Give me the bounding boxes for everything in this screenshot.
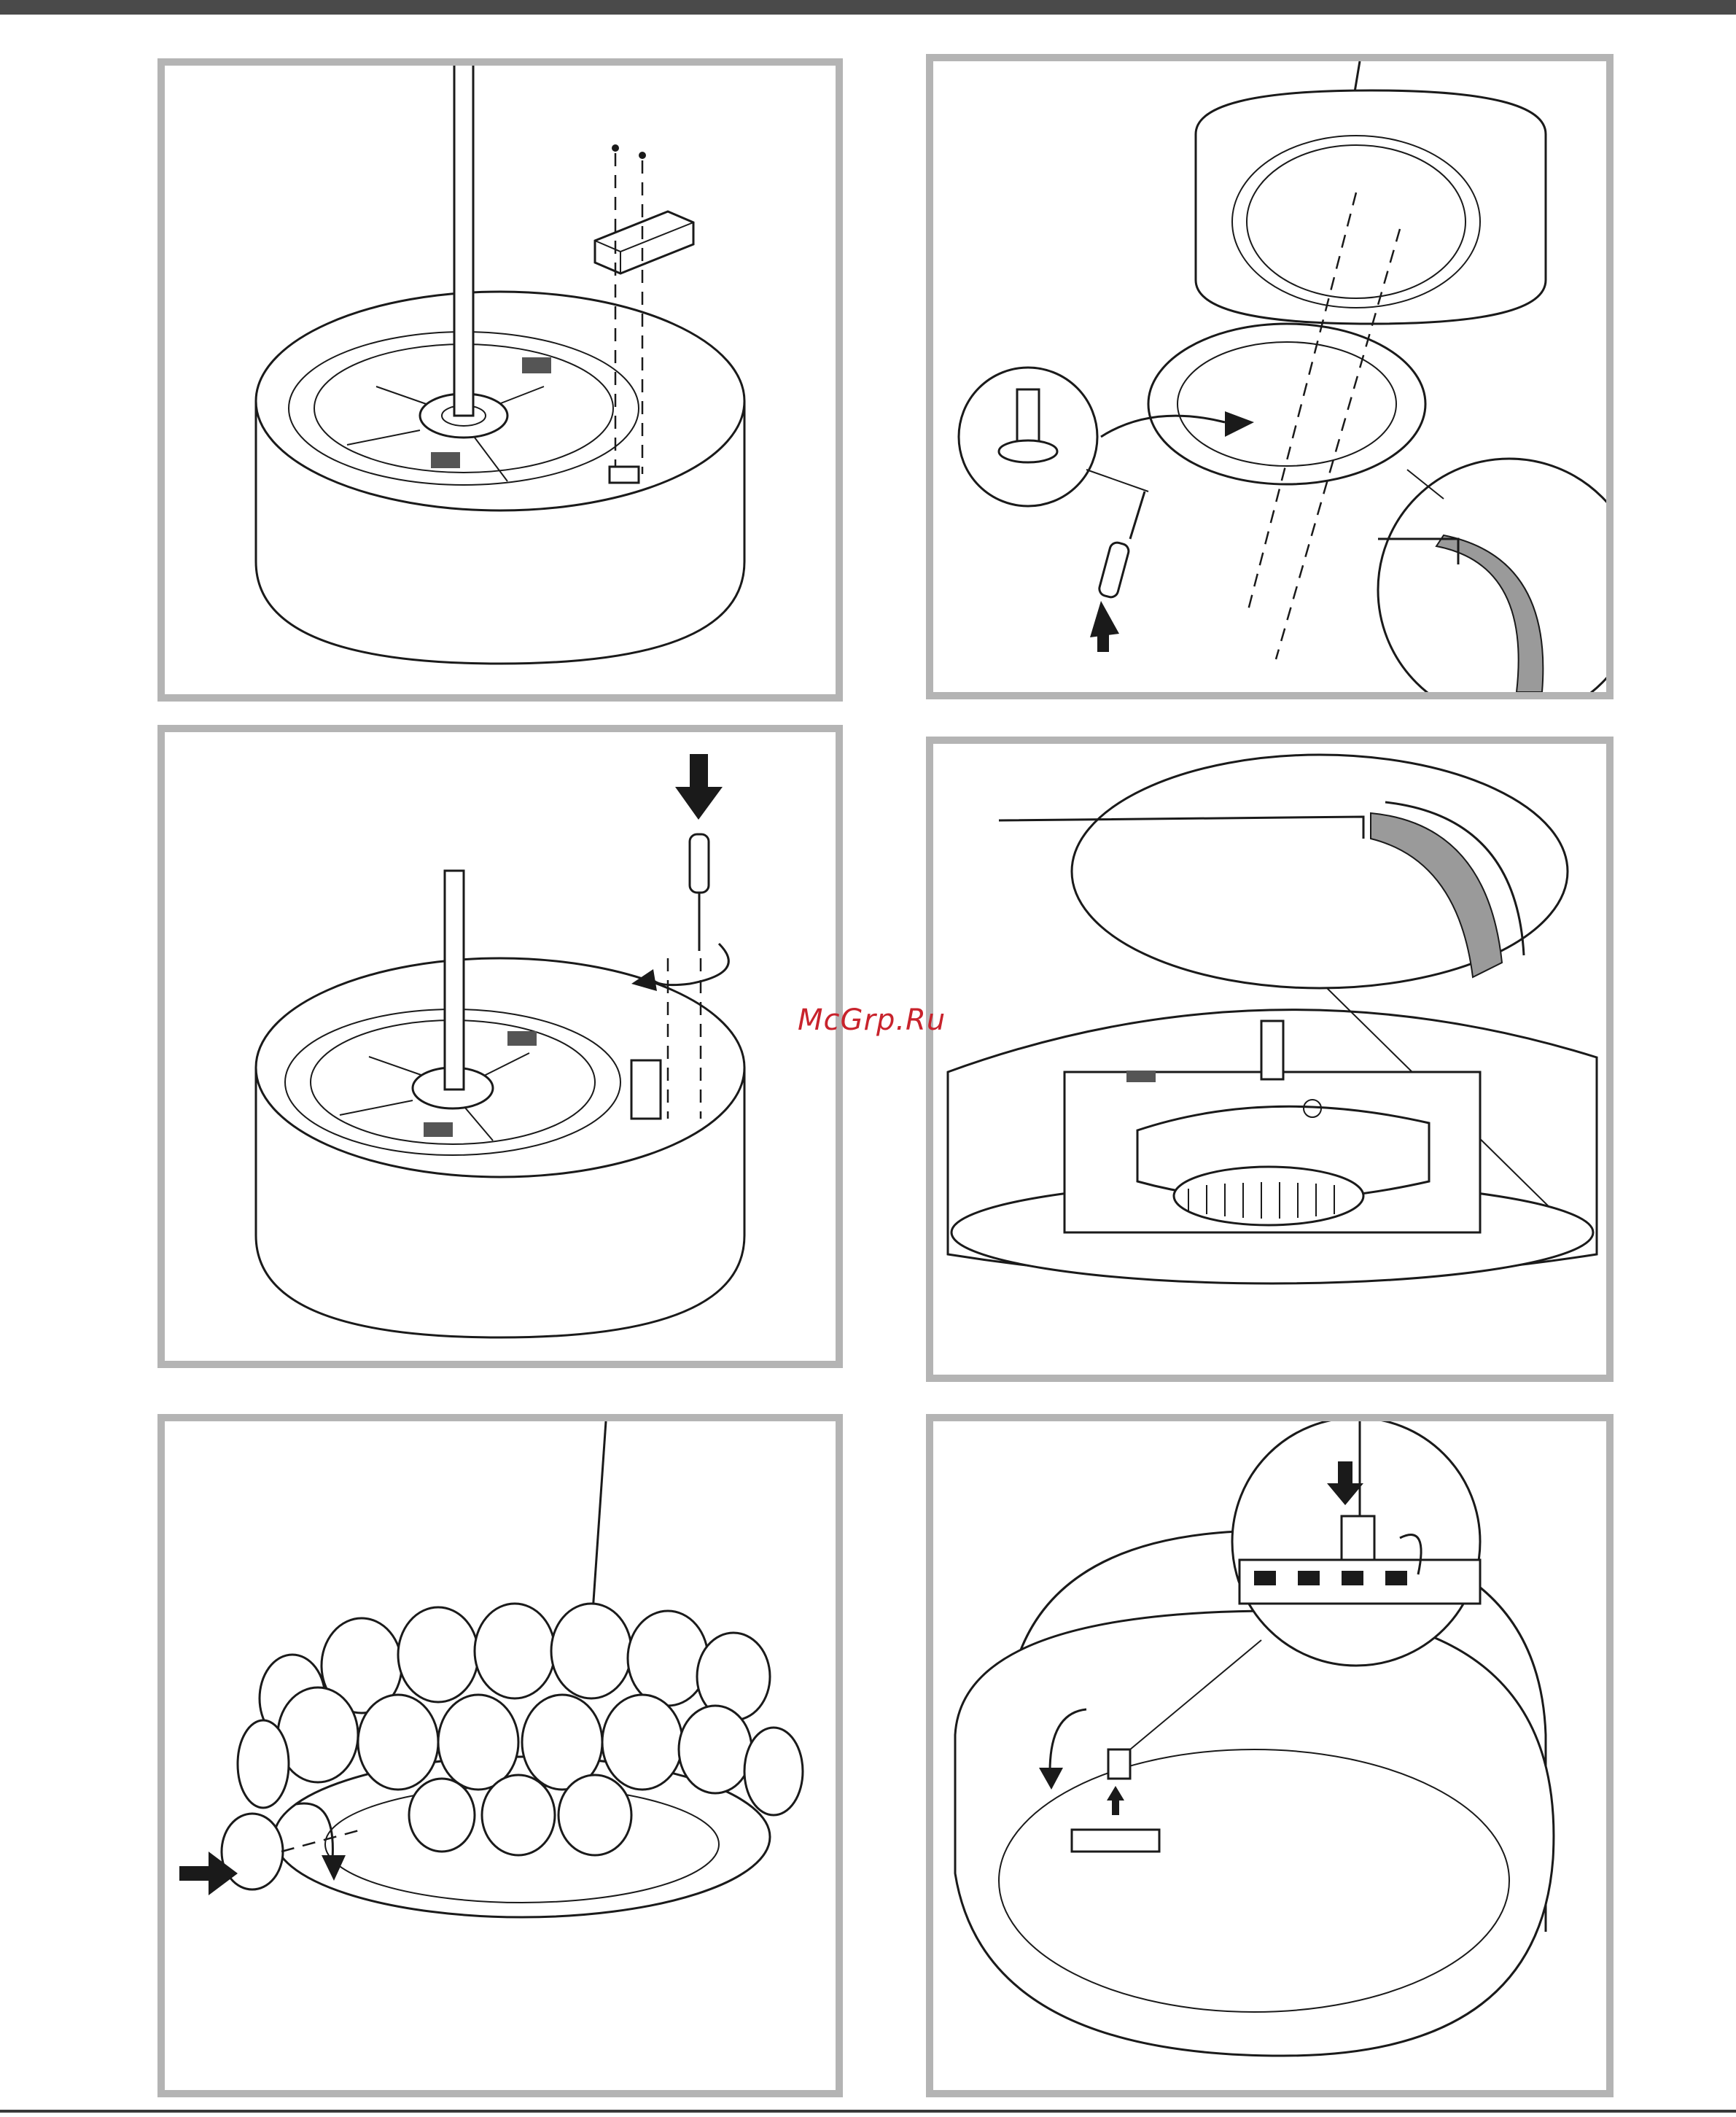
illustration-panel-3	[157, 725, 843, 1368]
filter-ring-illustration	[933, 61, 1606, 692]
illustration-panel-5	[157, 1414, 843, 2097]
bottom-rule	[0, 2110, 1736, 2113]
illustration-panel-2	[926, 54, 1614, 699]
screwdriver-fix-illustration	[165, 732, 836, 1361]
motor-seal-illustration	[933, 744, 1606, 1375]
connector-plug-illustration	[933, 1421, 1606, 2090]
decorative-disc-illustration	[165, 1421, 836, 2090]
watermark: McGrp.Ru	[798, 1003, 946, 1037]
illustration-panel-1	[157, 58, 843, 702]
illustration-panel-4	[926, 737, 1614, 1382]
illustration-panel-6	[926, 1414, 1614, 2097]
top-bar	[0, 0, 1736, 15]
hood-top-bracket-illustration	[165, 66, 836, 694]
